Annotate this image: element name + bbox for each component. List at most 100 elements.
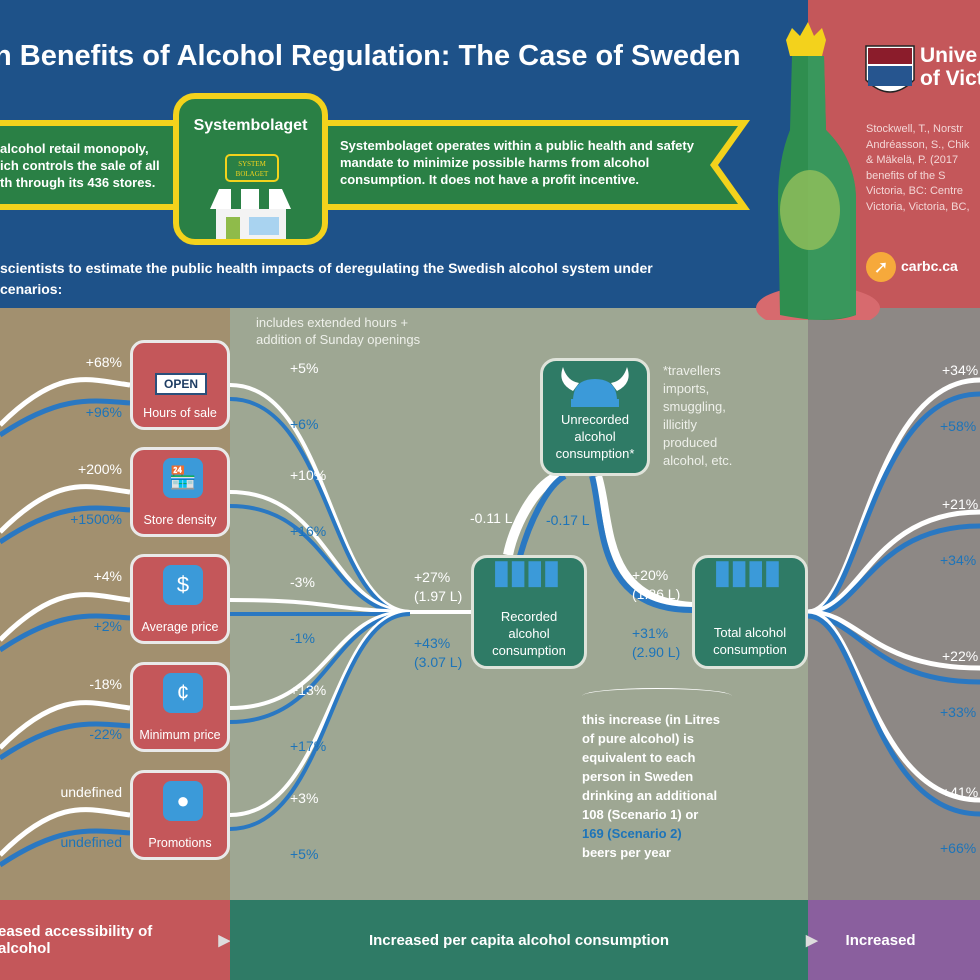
text-line: Unive [920,44,978,67]
text-line: equivalent to each [582,750,696,765]
text-line: this increase (in Litres [582,712,720,727]
text-line: Victoria, BC: Centre [866,185,964,197]
harm-scenario1: +41% [942,784,979,800]
arrow-right-icon: ▶ [806,932,818,949]
scenario2-effect: +17% [290,738,327,754]
text-line: addition of Sunday openings [256,332,421,347]
scenario1-effect: +3% [290,790,319,806]
scenario1-effect: -3% [290,574,315,590]
brace-icon [582,688,732,704]
harm-scenario2: +34% [940,552,977,568]
scenario2-effect: +6% [290,416,319,432]
flow-in-scenario1 [0,592,131,642]
scenario2-effect: +5% [290,846,319,862]
harm-scenario1: +21% [942,496,979,512]
flow-out-scenario1 [229,609,411,710]
sign-line: SYSTEM [238,160,266,168]
unrecorded-consumption-card: Unrecorded alcohol consumption* [540,358,650,476]
text-line: (3.07 L) [414,654,463,670]
flow-unrecorded-total [594,474,693,610]
unrecorded-scenario1: -0.11 L [470,510,513,526]
flow-out-scenario1 [229,598,411,614]
text-line: Stockwell, T., Norstr [866,123,963,135]
recorded-scenario1: +27%(1.97 L) [414,568,462,606]
unrecorded-scenario2: -0.17 L [546,512,590,528]
text-line: (2.90 L) [632,644,681,660]
flow-out-scenario2 [229,397,411,616]
text-line: of pure alcohol) is [582,731,694,746]
footer-accessibility: eased accessibility of alcohol ▶ [0,900,230,980]
factor-card: ●Promotions [130,770,230,860]
recorded-scenario2: +43% (3.07 L) [414,634,462,672]
text-line: 108 (Scenario 1) or [582,805,720,824]
scenario2-beers: 169 (Scenario 2) [582,826,682,841]
flow-in-scenario1 [0,377,131,427]
text-line: alcohol retail monopoly, [0,141,149,156]
text-line: *travellers [663,363,721,378]
flow-in-scenario2 [0,613,131,653]
flow-in-scenario2 [0,828,131,868]
text-line: th through its 436 stores. [0,175,156,190]
text-line: Victoria, Victoria, BC, [866,200,970,213]
factor-label: Minimum price [139,728,221,742]
website-link[interactable]: carbc.ca [901,258,958,274]
harm-scenario2: +66% [940,840,977,856]
store-sign: SYSTEM BOLAGET [225,154,279,182]
flow-out-scenario1 [229,609,411,817]
scenario2-change: +1500% [70,511,122,527]
store-title: Systembolaget [193,117,308,134]
flow-harm-scenario2 [807,613,980,817]
flow-out-scenario2 [229,612,411,831]
text-line: consumption* [555,446,635,461]
text-line: (1.97 L) [414,588,463,604]
text-line: Andréasson, S., Chik [866,138,970,151]
scenario2-change: undefined [60,834,122,850]
flow-unrecorded-total-s2 [589,475,693,613]
factor-card: 🏪Store density [130,447,230,537]
factor-card: $Average price [130,554,230,644]
scenario2-effect: -1% [290,630,315,646]
viking-helmet-icon [561,367,629,407]
total-scenario2: +31%(2.90 L) [632,624,680,662]
factor-label: Average price [141,620,219,634]
factor-label: Store density [143,513,217,527]
coins-icon: ¢ [163,673,203,713]
flow-out-scenario1 [229,383,411,614]
intro-text: scientists to estimate the public health… [0,258,760,300]
text-line: ich controls the sale of all [0,158,160,173]
arrow-right-icon: ▶ [218,932,230,949]
factor-label: Hours of sale [143,406,217,420]
text-line: +20% [632,567,669,583]
harm-scenario2: +33% [940,704,977,720]
factor-label: Promotions [148,836,212,850]
text-line: +43% [414,635,451,651]
text-line: produced [663,435,718,450]
scenario1-beers: 108 [582,807,604,822]
bottles-icon: ▮▮▮▮ [713,553,782,591]
scenario1-effect: +5% [290,360,319,376]
text-line: consumption. It does not have a profit i… [340,172,640,187]
flow-harm-scenario1 [807,609,980,803]
text-line: alcohol [508,626,550,641]
page-title: n Benefits of Alcohol Regulation: The Ca… [0,40,741,72]
text-line: Systembolaget operates within a public h… [340,138,694,153]
flow-in-scenario1 [0,484,131,534]
flow-in-scenario2 [0,721,131,761]
harm-scenario2: +58% [940,418,977,434]
hours-note: includes extended hours + addition of Su… [256,314,420,348]
text-line: smuggling, [663,399,726,414]
flow-in-scenario1 [0,700,131,750]
recorded-consumption-card: ▮▮▮▮ Recorded alcohol consumption [471,555,587,669]
footer-label: eased accessibility of alcohol [0,923,153,957]
footer-harms: ▶Increased [806,900,980,980]
cursor-icon[interactable]: ➚ [866,252,896,282]
text-line: consumption [713,642,787,657]
flow-in-scenario2 [0,398,131,438]
scenario1-change: +4% [93,568,122,584]
factor-card: ¢ Minimum price [130,662,230,752]
unrecorded-note: *travellers imports, smuggling, illicitl… [663,362,732,470]
text-line: benefits of the S [866,169,946,182]
bottle-crown-illustration [756,22,880,320]
mandate-text: Systembolaget operates within a public h… [340,137,694,188]
